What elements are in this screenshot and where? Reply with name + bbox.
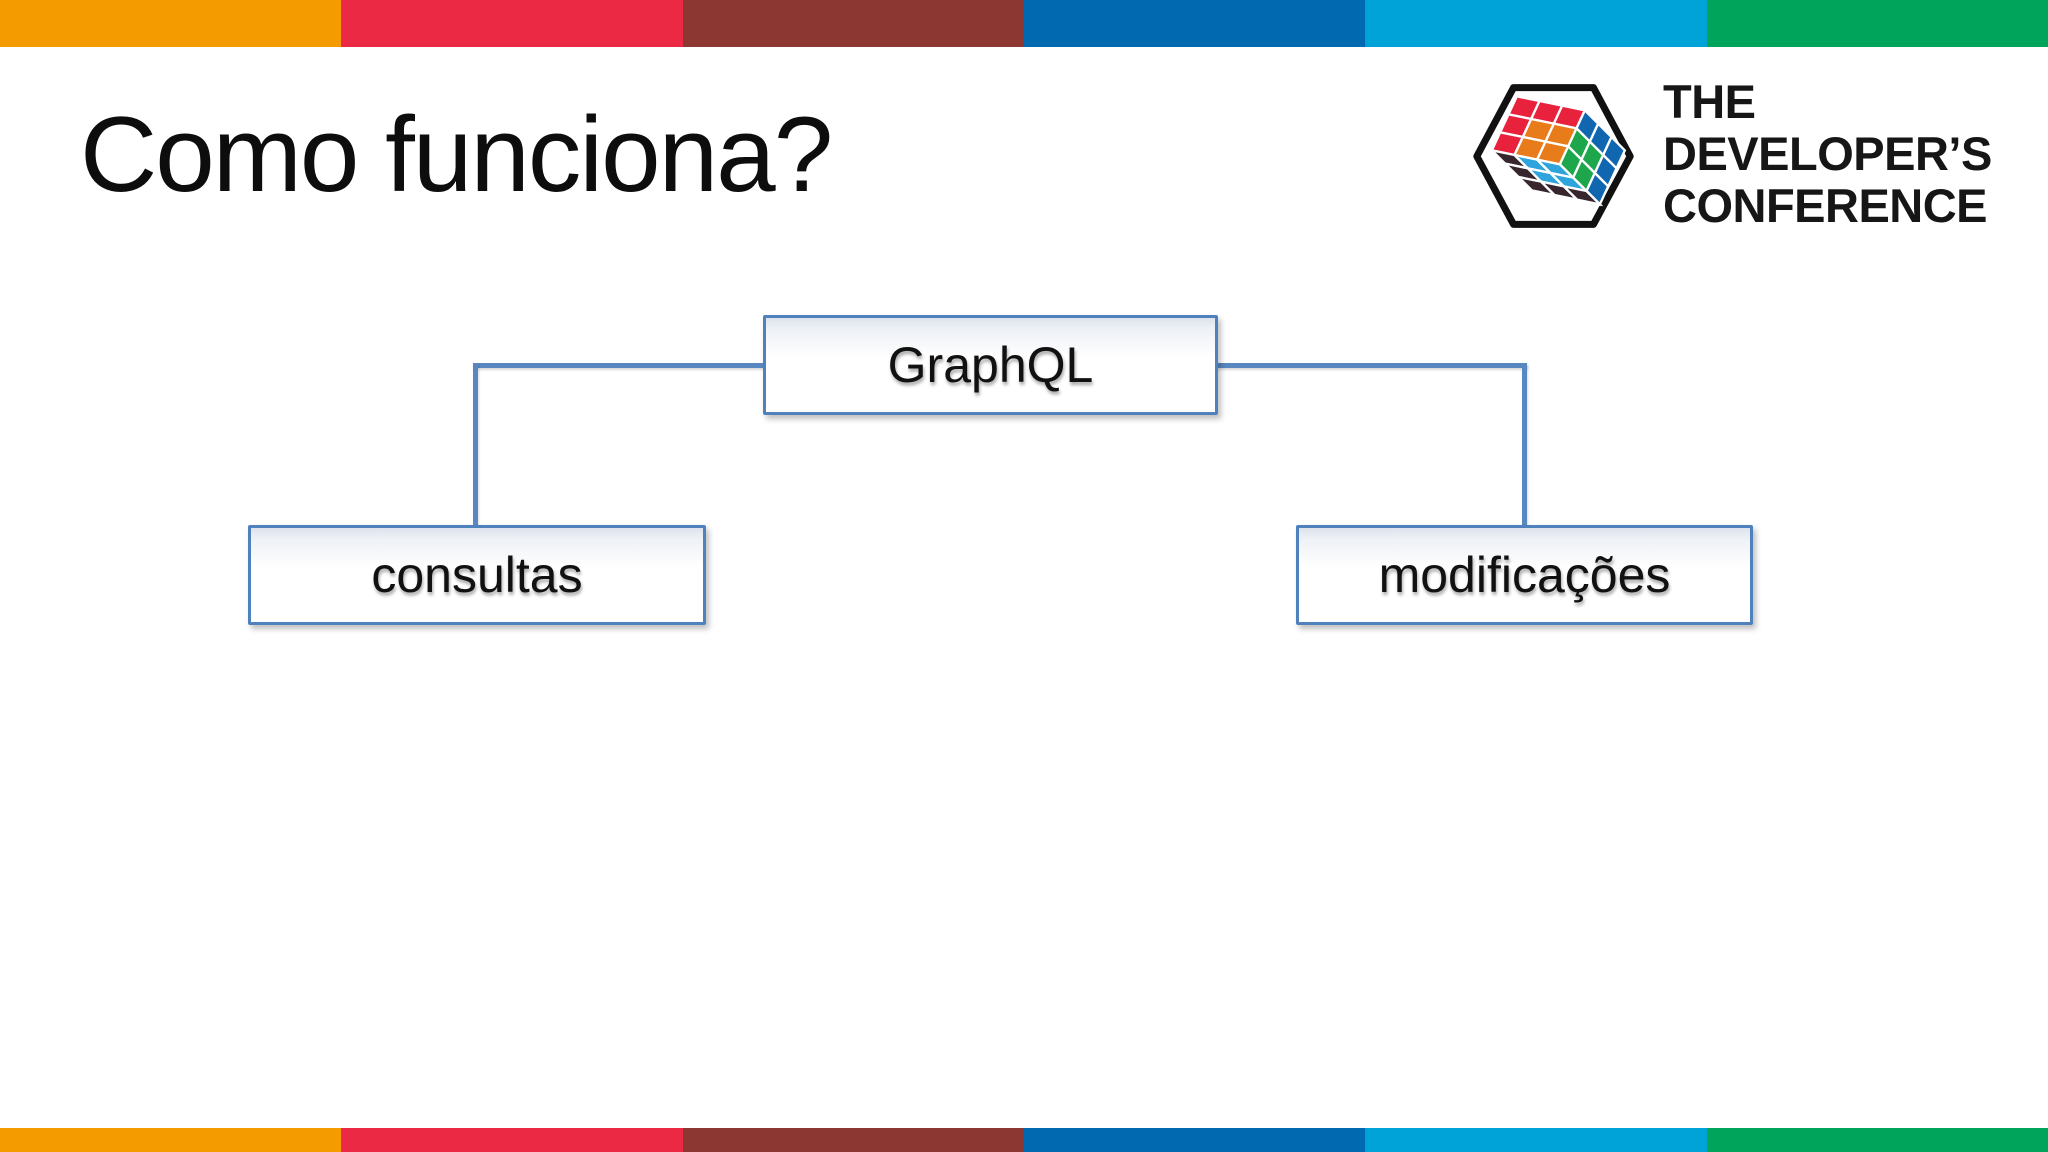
logo-text-line1: THE: [1663, 75, 1756, 128]
connector-left-horizontal: [473, 363, 765, 368]
cube-top-face: [1490, 95, 1587, 166]
slide-title: Como funciona?: [80, 94, 833, 214]
connector-right-vertical: [1522, 363, 1527, 527]
bar-segment-cyan: [1365, 1128, 1707, 1152]
bar-segment-maroon: [682, 0, 1024, 47]
diagram-node-root: GraphQL: [763, 315, 1218, 415]
bar-segment-red: [341, 0, 683, 47]
bar-segment-green: [1706, 0, 2048, 47]
brand-color-bar-bottom: [0, 1128, 2048, 1152]
connector-left-vertical: [473, 363, 478, 527]
diagram-node-queries: consultas: [248, 525, 706, 625]
diagram-node-queries-label: consultas: [371, 547, 583, 603]
bar-segment-maroon: [682, 1128, 1024, 1152]
diagram-node-root-label: GraphQL: [887, 337, 1094, 393]
bar-segment-red: [341, 1128, 683, 1152]
bar-segment-blue: [1023, 1128, 1366, 1152]
tdc-logo-text: THE DEVELOPER’S CONFERENCE: [1663, 76, 2048, 232]
connector-right-horizontal: [1216, 363, 1527, 368]
brand-color-bar-top: [0, 0, 2048, 47]
tdc-logo: THE DEVELOPER’S CONFERENCE: [1470, 76, 1992, 232]
tdc-cube-hexagon-icon: [1473, 84, 1634, 228]
bar-segment-green: [1706, 1128, 2048, 1152]
cube-bottom-face: [1488, 148, 1604, 207]
diagram-node-mutations-label: modificações: [1378, 547, 1671, 603]
bar-segment-orange: [0, 1128, 342, 1152]
logo-text-line3: CONFERENCE: [1663, 179, 1988, 232]
bar-segment-orange: [0, 0, 342, 47]
bar-segment-blue: [1023, 0, 1366, 47]
logo-text-line2: DEVELOPER’S: [1663, 127, 1992, 180]
cube-right-face: [1558, 108, 1627, 207]
diagram-node-mutations: modificações: [1296, 525, 1753, 625]
bar-segment-cyan: [1365, 0, 1707, 47]
